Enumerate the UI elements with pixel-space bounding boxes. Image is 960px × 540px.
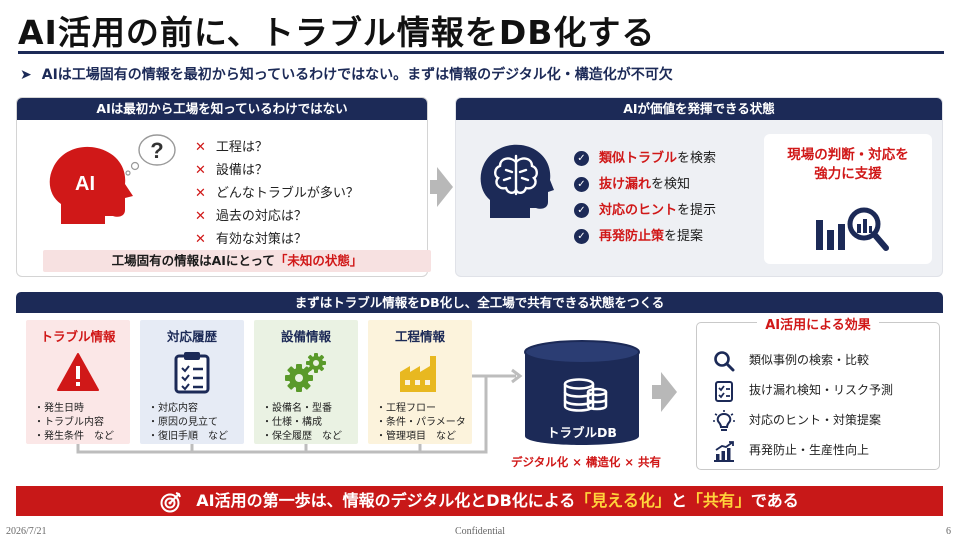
cross-icon: ✕	[195, 232, 206, 247]
ai-unknown-panel: AIは最初から工場を知っているわけではない AI ? ✕工程は？ ✕設備は？ ✕…	[16, 97, 431, 277]
lead-text: ➤ AIは工場固有の情報を最初から知っているわけではない。まずは情報のデジタル化・…	[20, 64, 673, 84]
question-item: ✕設備は？	[195, 163, 268, 178]
effect-item: 再発防止・生産性向上	[713, 435, 893, 465]
question-mark: ?	[150, 138, 163, 163]
ai-value-panel: AIが価値を発揮できる状態 ✓類似トラブルを検索 ✓抜け漏れを検知 ✓対応のヒン…	[455, 97, 943, 277]
growth-chart-icon	[714, 440, 734, 462]
support-title: 現場の判断・対応を 強力に支援	[787, 147, 909, 182]
title-rule	[18, 51, 944, 54]
process-info-card: 工程情報 ・工程フロー ・条件・パラメータ ・管理項目 など	[368, 320, 472, 444]
cross-icon: ✕	[195, 186, 206, 201]
card-title: 工程情報	[394, 329, 445, 344]
clipboard-icon	[174, 352, 210, 394]
thought-bubble-icon: ?	[125, 134, 176, 176]
card-title: トラブル情報	[40, 329, 116, 344]
footer-confidential: Confidential	[455, 526, 505, 537]
ai-value-list: ✓類似トラブルを検索 ✓抜け漏れを検知 ✓対応のヒントを提示 ✓再発防止策を提案	[574, 146, 716, 250]
ai-value-item: ✓抜け漏れを検知	[574, 172, 716, 198]
db-panel: まずはトラブル情報をDB化し、全工場で共有できる状態をつくる トラブル情報 ・発…	[16, 292, 943, 472]
ai-value-item: ✓類似トラブルを検索	[574, 146, 716, 172]
ai-label: AI	[75, 173, 95, 195]
effect-item: 対応のヒント・対策提案	[713, 405, 893, 435]
lead-arrow-icon: ➤	[20, 67, 32, 83]
question-item: ✕過去の対応は？	[195, 209, 307, 224]
brain-head-icon	[480, 144, 554, 218]
equipment-info-card: 設備情報 ・設備名・型番 ・仕様・構成 ・保全履歴 など	[254, 320, 358, 444]
effect-item: 抜け漏れ検知・リスク予測	[713, 375, 893, 405]
ai-effects-box: AI活用による効果 類似事例の検索・比較 抜け漏れ検知・リスク予測 対応のヒント…	[696, 318, 940, 470]
card-items: ・設備名・型番 ・仕様・構成 ・保全履歴 など	[262, 403, 342, 442]
footer-page-number: 6	[946, 526, 951, 537]
check-icon: ✓	[574, 229, 589, 244]
ai-head-icon: AI	[49, 146, 133, 224]
support-card: 現場の判断・対応を 強力に支援	[764, 134, 932, 264]
question-item: ✕どんなトラブルが多い？	[195, 186, 359, 201]
question-item: ✕工程は？	[195, 140, 268, 155]
ai-value-item: ✓再発防止策を提案	[574, 224, 716, 250]
question-item: ✕有効な対策は？	[195, 232, 307, 247]
question-list: ✕工程は？ ✕設備は？ ✕どんなトラブルが多い？ ✕過去の対応は？ ✕有効な対策…	[195, 136, 359, 251]
card-title: 対応履歴	[166, 329, 217, 344]
ai-value-item: ✓対応のヒントを提示	[574, 198, 716, 224]
check-icon: ✓	[574, 177, 589, 192]
trouble-db: トラブルDB	[523, 340, 641, 448]
lead-sentence: AIは工場固有の情報を最初から知っているわけではない。まずは情報のデジタル化・構…	[41, 67, 673, 83]
warning-icon	[57, 353, 99, 391]
card-items: ・対応内容 ・原因の見立て ・復旧手順 など	[148, 403, 228, 442]
ai-value-header: AIが価値を発揮できる状態	[456, 98, 942, 120]
database-icon	[524, 340, 640, 445]
db-panel-header: まずはトラブル情報をDB化し、全工場で共有できる状態をつくる	[16, 292, 943, 313]
card-items: ・発生日時 ・トラブル内容 ・発生条件 など	[34, 403, 114, 442]
lightbulb-icon	[713, 409, 735, 431]
check-icon: ✓	[574, 151, 589, 166]
card-title: 設備情報	[280, 329, 331, 344]
footer-date: 2026/7/21	[6, 526, 47, 537]
effect-item: 類似事例の検索・比較	[713, 345, 893, 375]
target-icon	[160, 491, 182, 512]
effects-list: 類似事例の検索・比較 抜け漏れ検知・リスク予測 対応のヒント・対策提案 再発防止…	[713, 345, 893, 465]
check-icon: ✓	[574, 203, 589, 218]
db-caption: デジタル化 × 構造化 × 共有	[510, 455, 662, 469]
checklist-icon	[715, 380, 733, 402]
db-label: トラブルDB	[547, 425, 617, 440]
gears-icon	[285, 353, 326, 392]
card-items: ・工程フロー ・条件・パラメータ ・管理項目 など	[376, 403, 466, 442]
slide-title: AI活用の前に、トラブル情報をDB化する	[18, 13, 656, 52]
connector-lines	[76, 368, 523, 454]
search-icon	[714, 350, 735, 371]
ai-unknown-header: AIは最初から工場を知っているわけではない	[17, 98, 427, 120]
trouble-info-card: トラブル情報 ・発生日時 ・トラブル内容 ・発生条件 など	[26, 320, 130, 444]
unknown-state-note: 工場固有の情報はAIにとって「未知の状態」	[43, 250, 431, 272]
chart-search-icon	[816, 207, 889, 251]
conclusion-banner: AI活用の第一歩は、情報のデジタル化とDB化による「見える化」と「共有」である	[16, 486, 943, 516]
cross-icon: ✕	[195, 163, 206, 178]
cross-icon: ✕	[195, 209, 206, 224]
factory-icon	[400, 356, 436, 392]
effects-title: AI活用による効果	[697, 314, 939, 333]
cross-icon: ✕	[195, 140, 206, 155]
response-history-card: 対応履歴 ・対応内容 ・原因の見立て ・復旧手順 など	[140, 320, 244, 444]
